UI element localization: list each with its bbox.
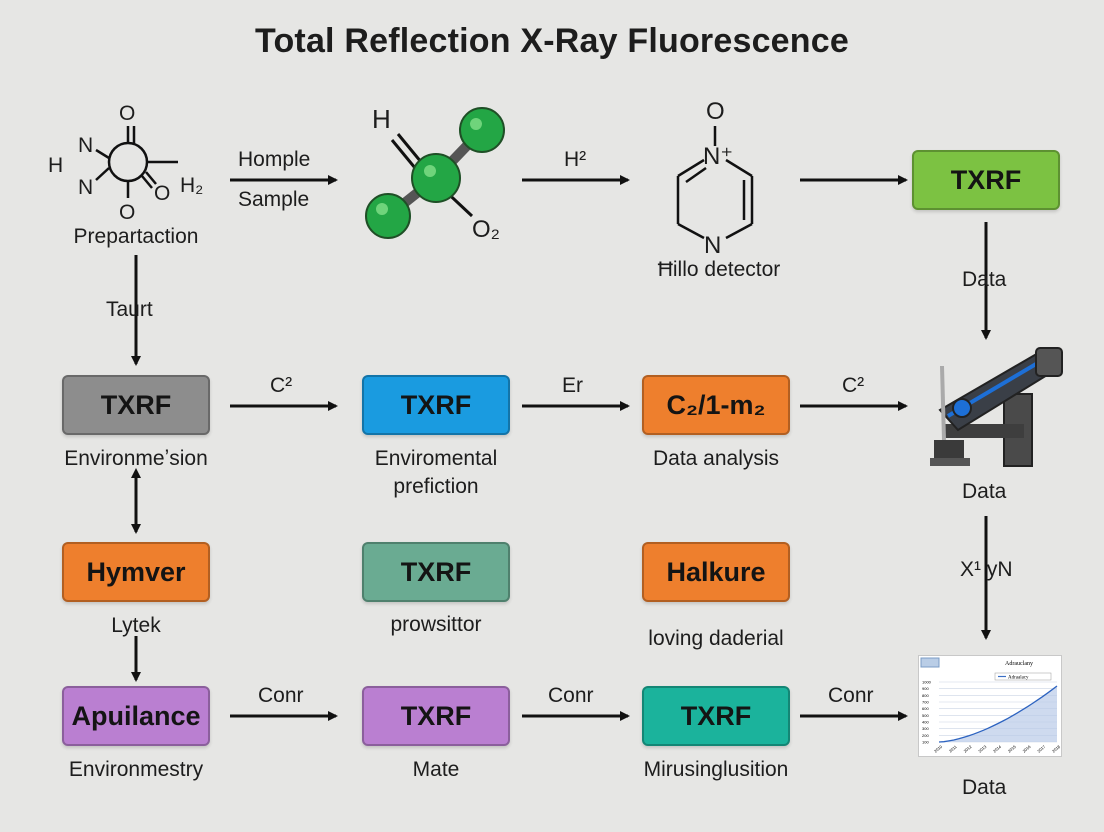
mini-chart-corner-button <box>920 657 940 668</box>
mini-tick-label: 400 <box>922 720 929 725</box>
txrf-box-blue[interactable]: TXRF <box>362 375 510 435</box>
lytek-caption: Lytek <box>111 614 161 637</box>
instrument-drawing <box>930 347 1063 467</box>
txrf-box-greengray[interactable]: TXRF <box>362 542 510 602</box>
mini-x-label: 2016 <box>1022 744 1033 754</box>
data-label-bottom: Data <box>962 776 1007 799</box>
ring-n-bottom-label: N <box>704 232 722 259</box>
mini-tick-label: 800 <box>922 693 929 698</box>
mini-tick-label: 700 <box>922 700 929 705</box>
mini-tick-label: 300 <box>922 726 929 731</box>
mol-h-label: H <box>48 154 64 177</box>
loving-daderial-caption: loving daderial <box>648 627 784 650</box>
edge-h2-label: H² <box>564 148 587 171</box>
edge-er-label: Er <box>562 374 583 397</box>
enviromental-caption: Enviromental <box>374 447 498 470</box>
mini-tick-label: 200 <box>922 733 929 738</box>
data-analysis-caption: Data analysis <box>652 447 780 470</box>
txrf-box-purple[interactable]: TXRF <box>362 686 510 746</box>
data-label-top: Data <box>962 268 1007 291</box>
mini-tick-label: 500 <box>922 713 929 718</box>
mini-chart-area <box>939 686 1057 742</box>
prowsittor-caption: prowsittor <box>390 613 482 636</box>
mini-x-label: 2011 <box>948 744 958 754</box>
ring-drawing <box>676 126 754 240</box>
txrf-box-teal[interactable]: TXRF <box>642 686 790 746</box>
mini-x-label: 2015 <box>1007 744 1018 754</box>
mol-o-right-label: O <box>154 182 171 205</box>
halkure-box[interactable]: Halkure <box>642 542 790 602</box>
molecule-drawing <box>95 126 178 198</box>
mini-tick-label: 900 <box>922 686 929 691</box>
mini-tick-label: 1000 <box>922 680 932 685</box>
mol-o-top-label: O <box>119 102 136 125</box>
ring-o-label: O <box>706 98 725 125</box>
apuilance-box[interactable]: Apuilance <box>62 686 210 746</box>
mini-x-label: 2018 <box>1051 744 1061 754</box>
prefiction-caption: prefiction <box>393 475 479 498</box>
mini-tick-label: 100 <box>922 740 929 745</box>
mol-h2-label: H₂ <box>180 174 204 197</box>
edge-c2-label-1: C² <box>270 374 293 397</box>
preparation-caption: Prepartaction <box>73 225 199 248</box>
data-label-mid: Data <box>962 480 1007 503</box>
edge-conr-label-1: Conr <box>258 684 304 707</box>
environmestry-caption: Environmestry <box>68 758 204 781</box>
edge-conr-label-2: Conr <box>548 684 594 707</box>
mini-x-label: 2010 <box>933 744 944 754</box>
txrf-box-green[interactable]: TXRF <box>912 150 1060 210</box>
taurt-label: Taurt <box>106 298 153 321</box>
mol-n1-label: N <box>78 134 94 157</box>
model-h-label: H <box>372 104 391 134</box>
mini-chart-title: Adrauclany <box>1005 661 1033 667</box>
mini-x-label: 2013 <box>977 744 988 754</box>
mini-x-label: 2017 <box>1036 744 1047 754</box>
diagram-title: Total Reflection X-Ray Fluorescence <box>255 22 849 60</box>
mini-chart-legend-box <box>994 672 1052 681</box>
mini-chart-line <box>938 685 1058 743</box>
detector-caption: Ħillo detector <box>657 258 781 281</box>
mirusinglusition-caption: Mirusinglusition <box>643 758 789 781</box>
environmension-caption: Environmeʼsion <box>64 447 208 470</box>
ring-n-top-label: N⁺ <box>703 143 733 170</box>
mini-chart-legend-text: Adraalacy <box>1008 676 1029 681</box>
mini-x-label: 2012 <box>963 744 974 754</box>
mini-x-label: 2014 <box>992 744 1003 754</box>
txrf-box-gray[interactable]: TXRF <box>62 375 210 435</box>
xy-label: X¹ yN <box>960 558 1013 581</box>
hymver-box[interactable]: Hymver <box>62 542 210 602</box>
edge-sample-label: Sample <box>238 188 310 211</box>
edge-homple-label: Homple <box>238 148 311 171</box>
mol-o-bottom-label: O <box>119 201 136 224</box>
ball-stick-model <box>365 107 505 239</box>
mate-caption: Mate <box>412 758 460 781</box>
edge-c2-label-2: C² <box>842 374 865 397</box>
model-o2-label: O₂ <box>472 216 500 243</box>
mini-tick-label: 600 <box>922 706 929 711</box>
edge-conr-label-3: Conr <box>828 684 874 707</box>
mol-n2-label: N <box>78 176 94 199</box>
c2-m2-box[interactable]: C₂/1-m₂ <box>642 375 790 435</box>
